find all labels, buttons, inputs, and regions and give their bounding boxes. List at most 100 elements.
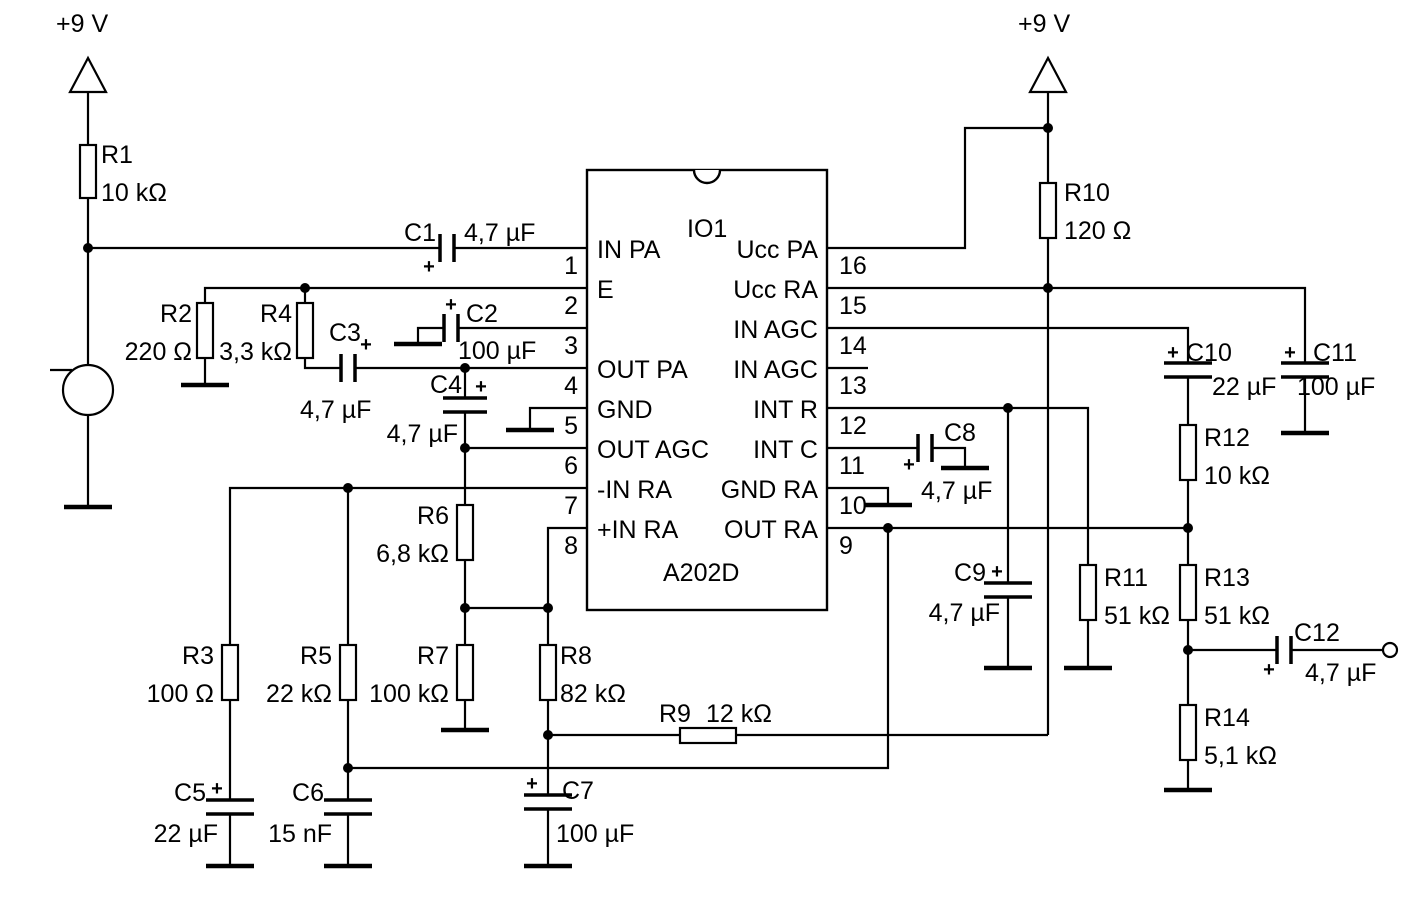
resistor-body	[195, 301, 215, 360]
resistor-ref: R14	[1204, 704, 1250, 732]
resistor-ref: R10	[1064, 179, 1110, 207]
capacitor-plates	[916, 434, 934, 462]
polarity-plus-icon: +	[360, 334, 372, 356]
microphone-symbol	[50, 363, 115, 417]
capacitor-ref: C3	[329, 319, 361, 347]
capacitor-C3: C3 4,7 µF +	[300, 319, 372, 424]
resistor-value: 82 kΩ	[560, 680, 626, 708]
ic-pin-number: 6	[564, 452, 578, 480]
ic-pin-label: IN AGC	[733, 316, 818, 344]
ic-pin-number: 13	[839, 372, 867, 400]
resistor-value: 220 Ω	[125, 338, 192, 366]
wire-right-power-net	[827, 92, 1307, 735]
resistor-ref: R8	[560, 642, 592, 670]
resistor-body	[678, 726, 738, 745]
resistor-ref: R13	[1204, 564, 1250, 592]
capacitor-ref: C10	[1186, 339, 1232, 367]
ic-pin-label: -IN RA	[597, 476, 672, 504]
output-terminal	[1381, 641, 1399, 659]
resistor-value: 3,3 kΩ	[219, 338, 292, 366]
polarity-plus-icon: +	[991, 561, 1003, 583]
junction-dot	[543, 603, 553, 613]
capacitor-value: 4,7 µF	[1305, 659, 1376, 687]
ic-pin-label: Ucc RA	[733, 276, 818, 304]
ic-pin-number: 5	[564, 412, 578, 440]
capacitor-plates	[524, 793, 572, 811]
capacitor-ref: C1	[404, 219, 436, 247]
resistor-R9: R9 12 kΩ	[659, 700, 772, 745]
resistor-ref: R5	[300, 642, 332, 670]
resistor-body	[1178, 563, 1198, 622]
wire-input-net	[86, 92, 587, 505]
resistor-R6: R6 6,8 kΩ	[376, 502, 475, 568]
capacitor-value: 4,7 µF	[929, 599, 1000, 627]
junction-dot	[1003, 403, 1013, 413]
capacitor-ref: C2	[466, 300, 498, 328]
ic-pin-number: 10	[839, 492, 867, 520]
resistor-R3: R3 100 Ω	[147, 642, 240, 708]
capacitor-plates	[442, 314, 460, 342]
ic-body	[585, 168, 829, 612]
capacitor-value: 100 µF	[1297, 373, 1375, 401]
resistor-R4: R4 3,3 kΩ	[219, 300, 315, 366]
capacitor-ref: C11	[1313, 339, 1357, 367]
output-terminal-circle	[1381, 641, 1399, 659]
resistor-body	[220, 643, 240, 702]
resistor-R12: R12 10 kΩ	[1178, 423, 1270, 490]
junction-dot	[883, 523, 893, 533]
capacitor-C12: C12 4,7 µF +	[1263, 619, 1376, 687]
resistor-body	[455, 643, 475, 702]
polarity-plus-icon: +	[526, 773, 538, 795]
capacitor-plates	[984, 581, 1032, 599]
microphone-body	[61, 363, 115, 417]
capacitor-plates	[1281, 361, 1329, 379]
capacitor-ref: C9	[954, 559, 986, 587]
junction-dot	[1183, 645, 1193, 655]
capacitor-C9: C9 4,7 µF +	[929, 559, 1032, 627]
ic-pin-label: IN PA	[597, 236, 661, 264]
resistor-body	[295, 301, 315, 360]
ic-pin-label: GND RA	[721, 476, 819, 504]
resistor-ref: R3	[182, 642, 214, 670]
resistor-value: 6,8 kΩ	[376, 540, 449, 568]
power-source-right: +9 V	[1018, 10, 1070, 94]
resistor-R7: R7 100 kΩ	[369, 642, 475, 708]
resistor-body	[455, 503, 475, 562]
resistor-R10: R10 120 Ω	[1038, 179, 1131, 245]
ic-pin-number: 4	[564, 372, 578, 400]
capacitor-C10: C10 22 µF +	[1164, 339, 1276, 401]
junction-dot	[460, 443, 470, 453]
junction-dot	[83, 243, 93, 253]
capacitor-C2: C2 100 µF +	[442, 294, 536, 365]
resistor-ref: R12	[1204, 424, 1250, 452]
capacitor-ref: C7	[562, 777, 594, 805]
resistor-body	[78, 143, 98, 200]
resistor-ref: R11	[1104, 564, 1148, 592]
resistor-value: 100 Ω	[147, 680, 214, 708]
junction-dot	[543, 730, 553, 740]
ic-pin-number: 8	[564, 532, 578, 560]
ic-pin-number: 15	[839, 292, 867, 320]
junction-dot	[343, 763, 353, 773]
wires	[86, 92, 1383, 864]
wire-pa-feedback-net	[203, 286, 587, 448]
polarity-plus-icon: +	[445, 294, 457, 316]
junction-dot	[1183, 523, 1193, 533]
capacitor-plates	[324, 798, 372, 816]
ic-pin-number: 7	[564, 492, 578, 520]
ic-pin-label: OUT PA	[597, 356, 688, 384]
resistor-body	[1078, 563, 1098, 622]
resistor-ref: R6	[417, 502, 449, 530]
ic-ref: IO1	[687, 215, 727, 243]
polarity-plus-icon: +	[1167, 342, 1179, 364]
resistor-R14: R14 5,1 kΩ	[1178, 703, 1277, 770]
junction-dot	[1043, 123, 1053, 133]
polarity-plus-icon: +	[1284, 342, 1296, 364]
power-right-label: +9 V	[1018, 10, 1070, 38]
resistor-value: 12 kΩ	[706, 700, 772, 728]
resistor-body	[338, 643, 358, 702]
resistor-R2: R2 220 Ω	[125, 300, 215, 366]
capacitor-plates	[339, 354, 357, 382]
resistor-ref: R4	[260, 300, 292, 328]
power-source-left: +9 V	[56, 10, 108, 94]
